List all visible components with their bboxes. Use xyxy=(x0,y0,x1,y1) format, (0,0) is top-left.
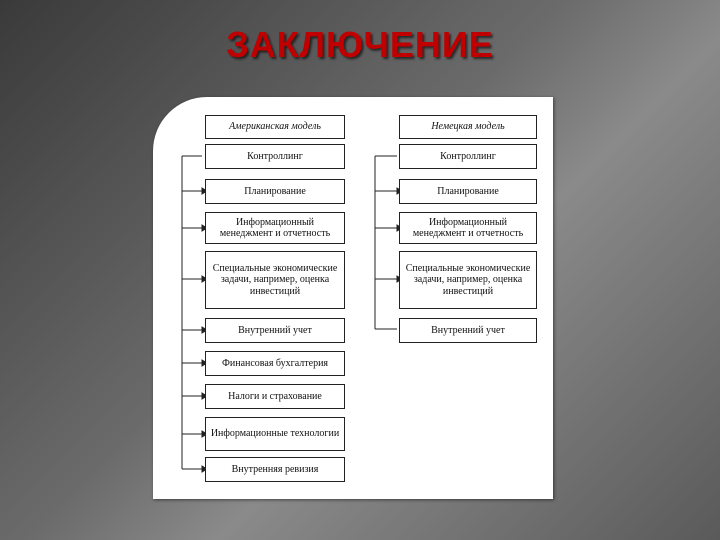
connector-lines xyxy=(181,155,403,473)
german-model-header: Немецкая модель xyxy=(399,115,537,139)
right-box-info-management: Информационный менеджмент и отчетность xyxy=(399,212,537,244)
left-box-planning: Планирование xyxy=(205,179,345,204)
left-box-financial-accounting: Финансовая бухгалтерия xyxy=(205,351,345,376)
left-box-controlling: Контроллинг xyxy=(205,144,345,169)
american-model-header: Американская модель xyxy=(205,115,345,139)
left-box-info-management: Информационный менеджмент и отчетность xyxy=(205,212,345,244)
left-box-special-tasks: Специальные экономические задачи, наприм… xyxy=(205,251,345,309)
left-box-taxes-insurance: Налоги и страхование xyxy=(205,384,345,409)
left-connectors xyxy=(182,155,208,473)
right-box-special-tasks: Специальные экономические задачи, наприм… xyxy=(399,251,537,309)
left-box-internal-audit: Внутренняя ревизия xyxy=(205,457,345,482)
left-box-it: Информационные технологии xyxy=(205,417,345,451)
right-connectors xyxy=(375,155,403,330)
right-box-planning: Планирование xyxy=(399,179,537,204)
right-box-controlling: Контроллинг xyxy=(399,144,537,169)
slide-title: ЗАКЛЮЧЕНИЕ xyxy=(226,24,494,65)
org-chart-card: Американская модель Контроллинг Планиров… xyxy=(153,97,553,499)
right-box-internal-accounting: Внутренний учет xyxy=(399,318,537,343)
left-box-internal-accounting: Внутренний учет xyxy=(205,318,345,343)
